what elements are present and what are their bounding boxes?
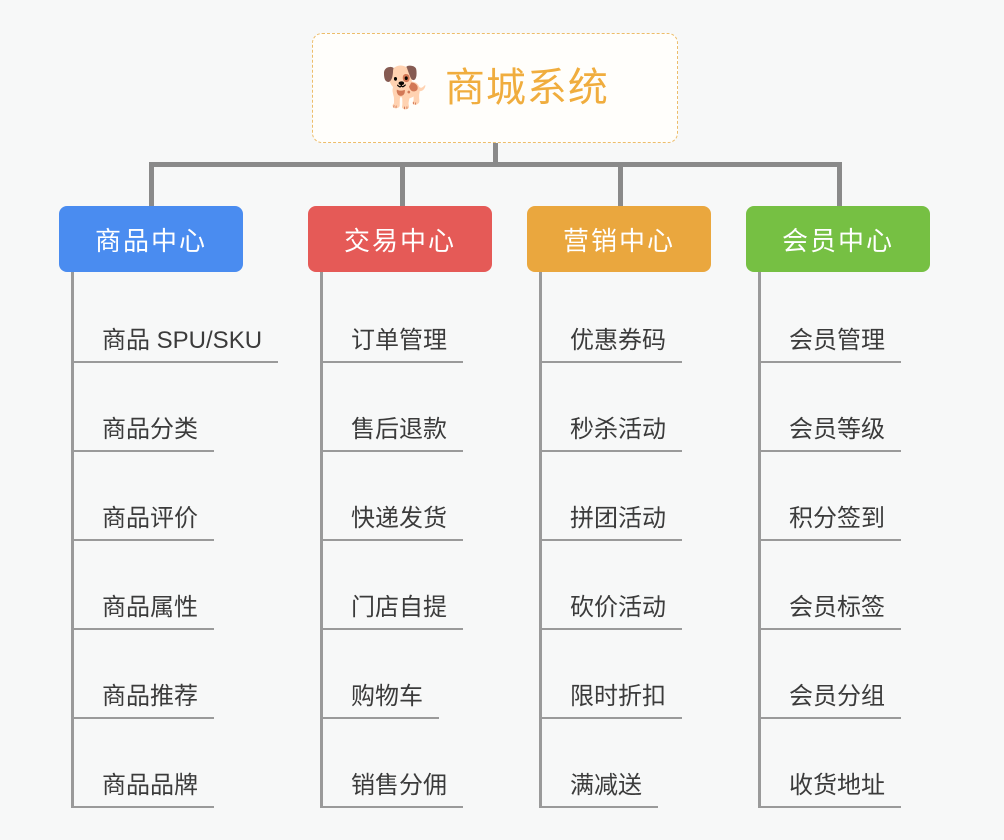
leaf-label: 商品分类 [100,409,214,452]
category-title: 会员中心 [781,225,894,256]
connector-drop-2 [400,162,405,207]
leaf-connector [323,628,349,630]
list-item[interactable]: 订单管理 [323,274,492,363]
leaf-list-product-center: 商品 SPU/SKU 商品分类 商品评价 商品属性 商品推荐 商品品牌 [71,272,279,808]
leaf-label: 拼团活动 [568,498,682,541]
leaf-connector [74,450,100,452]
connector-drop-3 [618,162,623,207]
column-member-center: 会员中心 会员管理 会员等级 积分签到 会员标签 会员分组 [746,206,930,808]
leaf-connector [323,806,349,808]
leaf-label: 商品推荐 [100,676,214,719]
list-item[interactable]: 商品分类 [74,363,243,452]
leaf-label: 商品评价 [100,498,214,541]
list-item[interactable]: 秒杀活动 [542,363,711,452]
list-item[interactable]: 满减送 [542,719,711,808]
list-item[interactable]: 会员管理 [761,274,930,363]
leaf-connector [323,450,349,452]
leaf-label: 会员分组 [787,676,901,719]
column-trade-center: 交易中心 订单管理 售后退款 快递发货 门店自提 购物车 [308,206,492,808]
list-item[interactable]: 销售分佣 [323,719,492,808]
connector-drop-1 [149,162,154,207]
leaf-connector [323,361,349,363]
leaf-connector [761,539,787,541]
leaf-connector [761,717,787,719]
list-item[interactable]: 购物车 [323,630,492,719]
leaf-connector [761,361,787,363]
leaf-label: 购物车 [349,676,439,719]
list-item[interactable]: 会员标签 [761,541,930,630]
leaf-connector [74,539,100,541]
leaf-label: 会员等级 [787,409,901,452]
leaf-connector [74,717,100,719]
leaf-list-marketing-center: 优惠券码 秒杀活动 拼团活动 砍价活动 限时折扣 满减送 [539,272,711,808]
root-title: 商城系统 [444,66,609,110]
list-item[interactable]: 会员分组 [761,630,930,719]
connector-root-stem [493,143,498,165]
list-item[interactable]: 积分签到 [761,452,930,541]
leaf-connector [761,628,787,630]
leaf-label: 满减送 [568,765,658,808]
list-item[interactable]: 商品推荐 [74,630,243,719]
leaf-label: 门店自提 [349,587,463,630]
leaf-label: 商品 SPU/SKU [100,320,279,363]
shiba-dog-face-icon: 🐕 [381,66,431,110]
leaf-connector [542,361,568,363]
leaf-connector [761,806,787,808]
leaf-connector [323,717,349,719]
leaf-label: 优惠券码 [568,320,682,363]
list-item[interactable]: 会员等级 [761,363,930,452]
leaf-label: 砍价活动 [568,587,682,630]
leaf-label: 会员标签 [787,587,901,630]
leaf-list-member-center: 会员管理 会员等级 积分签到 会员标签 会员分组 收货地址 [758,272,930,808]
root-node[interactable]: 🐕 商城系统 [312,33,678,143]
list-item[interactable]: 限时折扣 [542,630,711,719]
category-header-member-center[interactable]: 会员中心 [746,206,930,272]
leaf-label: 快递发货 [349,498,463,541]
category-header-trade-center[interactable]: 交易中心 [308,206,492,272]
leaf-label: 售后退款 [349,409,463,452]
leaf-label: 订单管理 [349,320,463,363]
category-title: 交易中心 [343,225,456,256]
category-title: 商品中心 [94,225,207,256]
leaf-list-trade-center: 订单管理 售后退款 快递发货 门店自提 购物车 销售分佣 [320,272,492,808]
leaf-connector [323,539,349,541]
list-item[interactable]: 商品评价 [74,452,243,541]
connector-horizontal-bus [149,162,842,167]
leaf-label: 商品品牌 [100,765,214,808]
leaf-connector [542,806,568,808]
leaf-label: 秒杀活动 [568,409,682,452]
list-item[interactable]: 售后退款 [323,363,492,452]
leaf-connector [542,450,568,452]
category-header-marketing-center[interactable]: 营销中心 [527,206,711,272]
leaf-connector [74,628,100,630]
column-product-center: 商品中心 商品 SPU/SKU 商品分类 商品评价 商品属性 商品推荐 [59,206,279,808]
leaf-label: 销售分佣 [349,765,463,808]
leaf-connector [542,717,568,719]
leaf-connector [74,806,100,808]
leaf-label: 收货地址 [787,765,901,808]
leaf-connector [542,539,568,541]
leaf-connector [761,450,787,452]
list-item[interactable]: 商品属性 [74,541,243,630]
connector-drop-4 [837,162,842,207]
list-item[interactable]: 优惠券码 [542,274,711,363]
leaf-label: 商品属性 [100,587,214,630]
column-marketing-center: 营销中心 优惠券码 秒杀活动 拼团活动 砍价活动 限时折扣 [527,206,711,808]
category-title: 营销中心 [562,225,675,256]
list-item[interactable]: 砍价活动 [542,541,711,630]
leaf-label: 限时折扣 [568,676,682,719]
list-item[interactable]: 收货地址 [761,719,930,808]
list-item[interactable]: 商品品牌 [74,719,243,808]
leaf-connector [542,628,568,630]
category-header-product-center[interactable]: 商品中心 [59,206,243,272]
list-item[interactable]: 拼团活动 [542,452,711,541]
leaf-label: 积分签到 [787,498,901,541]
list-item[interactable]: 快递发货 [323,452,492,541]
leaf-connector [74,361,100,363]
leaf-label: 会员管理 [787,320,901,363]
list-item[interactable]: 商品 SPU/SKU [74,274,279,363]
list-item[interactable]: 门店自提 [323,541,492,630]
